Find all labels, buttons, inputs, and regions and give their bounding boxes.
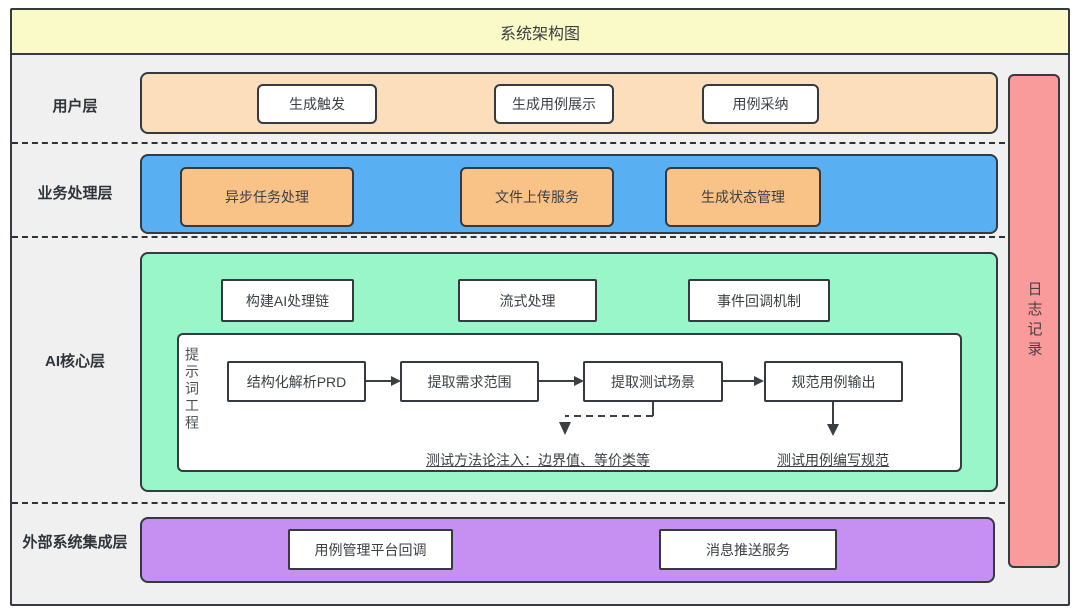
node-ai-chain: 构建AI处理链 — [221, 279, 354, 322]
layer-label-user: 用户层 — [52, 98, 98, 115]
log-record-label: 日志记录 — [1025, 281, 1043, 361]
layer-label-business: 业务处理层 — [37, 185, 113, 202]
node-file-upload: 文件上传服务 — [460, 167, 614, 227]
step-output-usecase: 规范用例输出 — [764, 361, 903, 402]
node-event-callback: 事件回调机制 — [688, 279, 830, 322]
node-usecase-display: 生成用例展示 — [494, 84, 614, 124]
layer-label-external: 外部系统集成层 — [22, 534, 128, 551]
layer-label-ai: AI核心层 — [44, 353, 105, 370]
step-extract-scope: 提取需求范围 — [400, 361, 539, 402]
pipeline-panel — [177, 333, 962, 472]
annotation-usecase-standard: 测试用例编写规范 — [777, 452, 889, 468]
node-stream-process: 流式处理 — [458, 279, 597, 322]
node-message-push: 消息推送服务 — [659, 529, 837, 570]
separator-user-business — [12, 142, 1005, 144]
title-bar: 系统架构图 — [12, 10, 1068, 55]
pipeline-side-label: 提示词工程 — [184, 347, 200, 432]
external-layer-band — [140, 517, 995, 583]
node-gen-status: 生成状态管理 — [665, 167, 821, 227]
node-async-task: 异步任务处理 — [180, 167, 354, 227]
annotation-test-methodology: 测试方法论注入：边界值、等价类等 — [426, 452, 650, 468]
log-record-bar: 日志记录 — [1008, 74, 1060, 568]
diagram-title: 系统架构图 — [499, 25, 580, 43]
separator-business-ai — [12, 236, 1005, 238]
step-parse-prd: 结构化解析PRD — [227, 361, 366, 402]
node-platform-callback: 用例管理平台回调 — [288, 529, 453, 570]
step-extract-scenario: 提取测试场景 — [583, 361, 723, 402]
node-usecase-adopt: 用例采纳 — [702, 84, 819, 124]
separator-ai-external — [12, 502, 1005, 504]
node-generate-trigger: 生成触发 — [257, 84, 377, 124]
